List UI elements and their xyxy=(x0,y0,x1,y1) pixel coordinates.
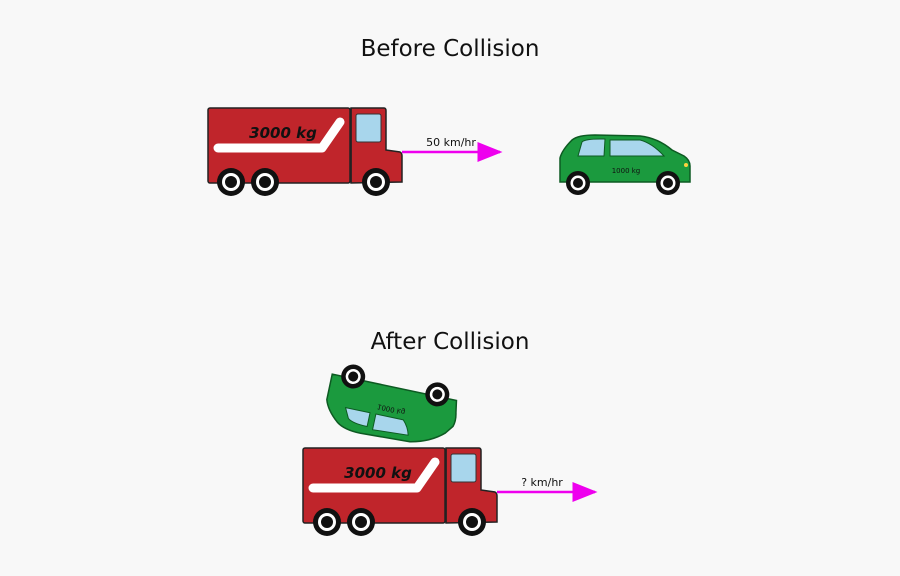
wheel xyxy=(341,364,366,389)
truck-after: 3000 kg xyxy=(302,447,498,536)
car-mass-label: 1000 kg xyxy=(612,167,641,175)
car-before: 1000 kg xyxy=(559,134,691,195)
velocity-arrow-after: ? km/hr xyxy=(497,476,598,502)
after-collision-title: After Collision xyxy=(370,329,530,355)
truck-before: 3000 kg xyxy=(207,107,403,196)
velocity-arrow-before: 50 km/hr xyxy=(402,136,503,162)
wheel xyxy=(251,168,279,196)
wheel xyxy=(566,171,590,195)
velocity-label-before: 50 km/hr xyxy=(426,136,476,149)
wheel xyxy=(458,508,486,536)
velocity-label-after: ? km/hr xyxy=(521,476,563,489)
truck-mass-label-after: 3000 kg xyxy=(344,464,412,482)
wheel xyxy=(425,382,450,407)
wheel xyxy=(313,508,341,536)
wheel xyxy=(362,168,390,196)
wheel xyxy=(347,508,375,536)
wheel xyxy=(217,168,245,196)
wheel xyxy=(656,171,680,195)
before-collision-title: Before Collision xyxy=(360,36,540,62)
truck-mass-label: 3000 kg xyxy=(249,124,317,142)
car-after-flipped: 1000 kg xyxy=(326,364,458,443)
